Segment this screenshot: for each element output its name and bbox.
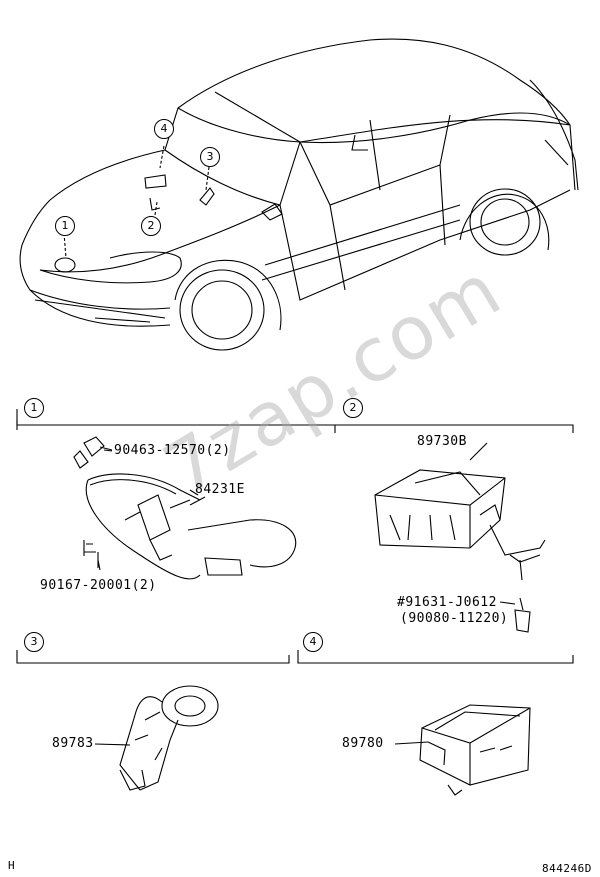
footer-mark: H (8, 859, 16, 872)
callout-2: 2 (141, 216, 161, 236)
part-label-89783: 89783 (52, 736, 94, 751)
section-4-number: 4 (303, 632, 323, 652)
part-label-84231e: 84231E (195, 482, 245, 497)
diagram-code: 844246D (542, 862, 592, 875)
section4-module (419, 704, 531, 796)
part-label-90080: (90080-11220) (400, 611, 509, 626)
part-label-89780: 89780 (342, 736, 384, 751)
section3-switch (119, 685, 219, 791)
section-1-number: 1 (24, 398, 44, 418)
part-label-89730b: 89730B (417, 434, 467, 449)
callout-4: 4 (154, 119, 174, 139)
callout-1: 1 (55, 216, 75, 236)
part-label-90167: 90167-20001(2) (40, 578, 157, 593)
part-label-91631: #91631-J0612 (397, 595, 497, 610)
section-3-number: 3 (24, 632, 44, 652)
section-brackets (16, 409, 574, 664)
label-leaders (94, 442, 516, 746)
car-illustration (19, 38, 579, 351)
section2-ecu (374, 469, 546, 633)
section-2-number: 2 (343, 398, 363, 418)
callout-3: 3 (200, 147, 220, 167)
part-label-90463: 90463-12570(2) (114, 443, 231, 458)
section1-harness (73, 436, 297, 580)
